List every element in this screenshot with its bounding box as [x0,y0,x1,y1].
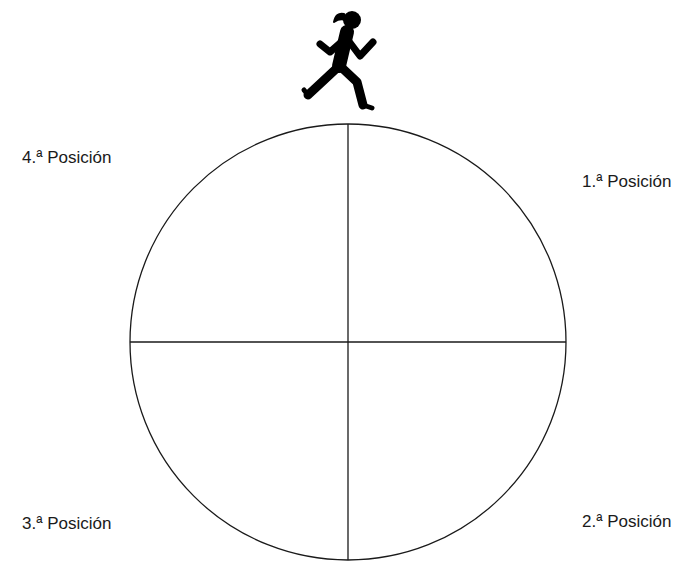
runner-silhouette [304,11,373,108]
position-label: 2.ª Posición [582,512,671,532]
position-label: 3.ª Posición [22,514,111,534]
position-label: 4.ª Posición [22,148,111,168]
horizontal-divider [130,341,566,342]
track-circle [130,124,566,560]
position-label: 1.ª Posición [582,172,671,192]
